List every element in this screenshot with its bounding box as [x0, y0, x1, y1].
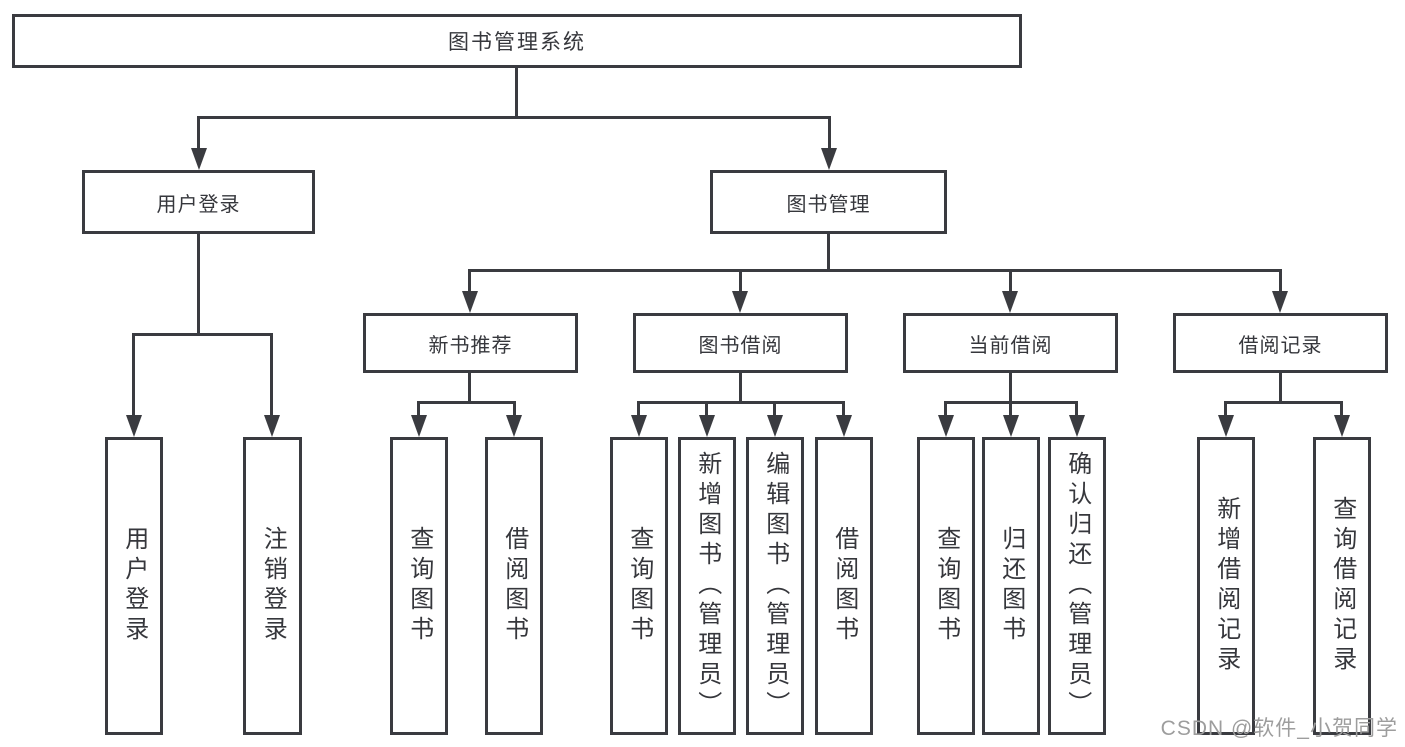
leaf-bb-add-books-admin-label: 新增图书（管理员）	[693, 451, 721, 721]
edge-segment	[515, 68, 518, 118]
node-current-borrowing: 当前借阅	[903, 313, 1118, 373]
leaf-cb-query-books-label: 查询图书	[932, 526, 960, 646]
arrowhead-down-icon	[631, 415, 647, 437]
edge-segment	[637, 401, 845, 404]
edge-segment	[513, 401, 516, 417]
edge-segment	[1009, 269, 1012, 293]
edge-segment	[468, 373, 471, 404]
leaf-bb-borrow-books-label: 借阅图书	[830, 526, 858, 646]
leaf-br-query-record-label: 查询借阅记录	[1328, 496, 1356, 676]
edge-segment	[417, 401, 516, 404]
edge-segment	[1009, 373, 1012, 404]
arrowhead-down-icon	[1069, 415, 1085, 437]
arrowhead-down-icon	[462, 291, 478, 313]
leaf-nbr-query-books-label: 查询图书	[405, 526, 433, 646]
edge-segment	[773, 401, 776, 417]
arrowhead-down-icon	[264, 415, 280, 437]
edge-segment	[197, 234, 200, 335]
leaf-nbr-query-books: 查询图书	[390, 437, 448, 735]
edge-segment	[705, 401, 708, 417]
leaf-bb-query-books: 查询图书	[610, 437, 668, 735]
csdn-watermark: CSDN @软件_小贺同学	[1160, 717, 1398, 740]
arrowhead-down-icon	[1003, 415, 1019, 437]
leaf-bb-borrow-books: 借阅图书	[815, 437, 873, 735]
leaf-br-add-record-label: 新增借阅记录	[1212, 496, 1240, 676]
arrowhead-down-icon	[1218, 415, 1234, 437]
leaf-cb-query-books: 查询图书	[917, 437, 975, 735]
edge-segment	[1279, 373, 1282, 404]
node-new-book-recommend: 新书推荐	[363, 313, 578, 373]
arrowhead-down-icon	[506, 415, 522, 437]
leaf-logout-label: 注销登录	[259, 526, 287, 646]
leaf-bb-edit-books-admin-label: 编辑图书（管理员）	[761, 451, 789, 721]
edge-segment	[842, 401, 845, 417]
edge-segment	[739, 373, 742, 404]
leaf-cb-return-books-label: 归还图书	[997, 526, 1025, 646]
edge-segment	[1279, 269, 1282, 293]
edge-segment	[827, 234, 830, 271]
arrowhead-down-icon	[1002, 291, 1018, 313]
arrowhead-down-icon	[699, 415, 715, 437]
edge-segment	[468, 269, 471, 293]
edge-segment	[1224, 401, 1227, 417]
edge-segment	[637, 401, 640, 417]
arrowhead-down-icon	[1334, 415, 1350, 437]
edge-segment	[270, 333, 273, 417]
node-user-login-group-label: 用户登录	[156, 193, 241, 216]
leaf-bb-add-books-admin: 新增图书（管理员）	[678, 437, 736, 735]
arrowhead-down-icon	[836, 415, 852, 437]
edge-segment	[197, 116, 831, 119]
arrowhead-down-icon	[191, 148, 207, 170]
edge-segment	[944, 401, 947, 417]
edge-segment	[1224, 401, 1343, 404]
node-borrow-records: 借阅记录	[1173, 313, 1388, 373]
edge-segment	[132, 333, 135, 417]
leaf-user-login: 用户登录	[105, 437, 163, 735]
arrowhead-down-icon	[821, 148, 837, 170]
edge-segment	[417, 401, 420, 417]
edge-segment	[828, 116, 831, 150]
edge-segment	[132, 333, 273, 336]
leaf-br-add-record: 新增借阅记录	[1197, 437, 1255, 735]
leaf-cb-return-books: 归还图书	[982, 437, 1040, 735]
edge-segment	[1340, 401, 1343, 417]
leaf-cb-confirm-return-admin: 确认归还（管理员）	[1048, 437, 1106, 735]
leaf-logout: 注销登录	[243, 437, 302, 735]
edge-segment	[197, 116, 200, 150]
node-book-management-label: 图书管理	[786, 193, 871, 216]
leaf-br-query-record: 查询借阅记录	[1313, 437, 1371, 735]
arrowhead-down-icon	[767, 415, 783, 437]
arrowhead-down-icon	[938, 415, 954, 437]
edge-segment	[739, 269, 742, 293]
arrowhead-down-icon	[732, 291, 748, 313]
leaf-bb-query-books-label: 查询图书	[625, 526, 653, 646]
leaf-cb-confirm-return-admin-label: 确认归还（管理员）	[1063, 451, 1091, 721]
node-library-system: 图书管理系统	[12, 14, 1022, 68]
node-user-login-group: 用户登录	[82, 170, 315, 234]
edge-segment	[1075, 401, 1078, 417]
leaf-user-login-label: 用户登录	[120, 526, 148, 646]
edge-segment	[1009, 401, 1012, 417]
leaf-bb-edit-books-admin: 编辑图书（管理员）	[746, 437, 804, 735]
node-current-borrowing-label: 当前借阅	[968, 334, 1053, 357]
node-book-borrowing: 图书借阅	[633, 313, 848, 373]
arrowhead-down-icon	[126, 415, 142, 437]
node-library-system-label: 图书管理系统	[448, 31, 586, 54]
leaf-nbr-borrow-books-label: 借阅图书	[500, 526, 528, 646]
arrowhead-down-icon	[411, 415, 427, 437]
node-book-borrowing-label: 图书借阅	[698, 334, 783, 357]
node-borrow-records-label: 借阅记录	[1238, 334, 1323, 357]
node-book-management: 图书管理	[710, 170, 947, 234]
node-new-book-recommend-label: 新书推荐	[428, 334, 513, 357]
arrowhead-down-icon	[1272, 291, 1288, 313]
leaf-nbr-borrow-books: 借阅图书	[485, 437, 543, 735]
edge-segment	[468, 269, 1282, 272]
